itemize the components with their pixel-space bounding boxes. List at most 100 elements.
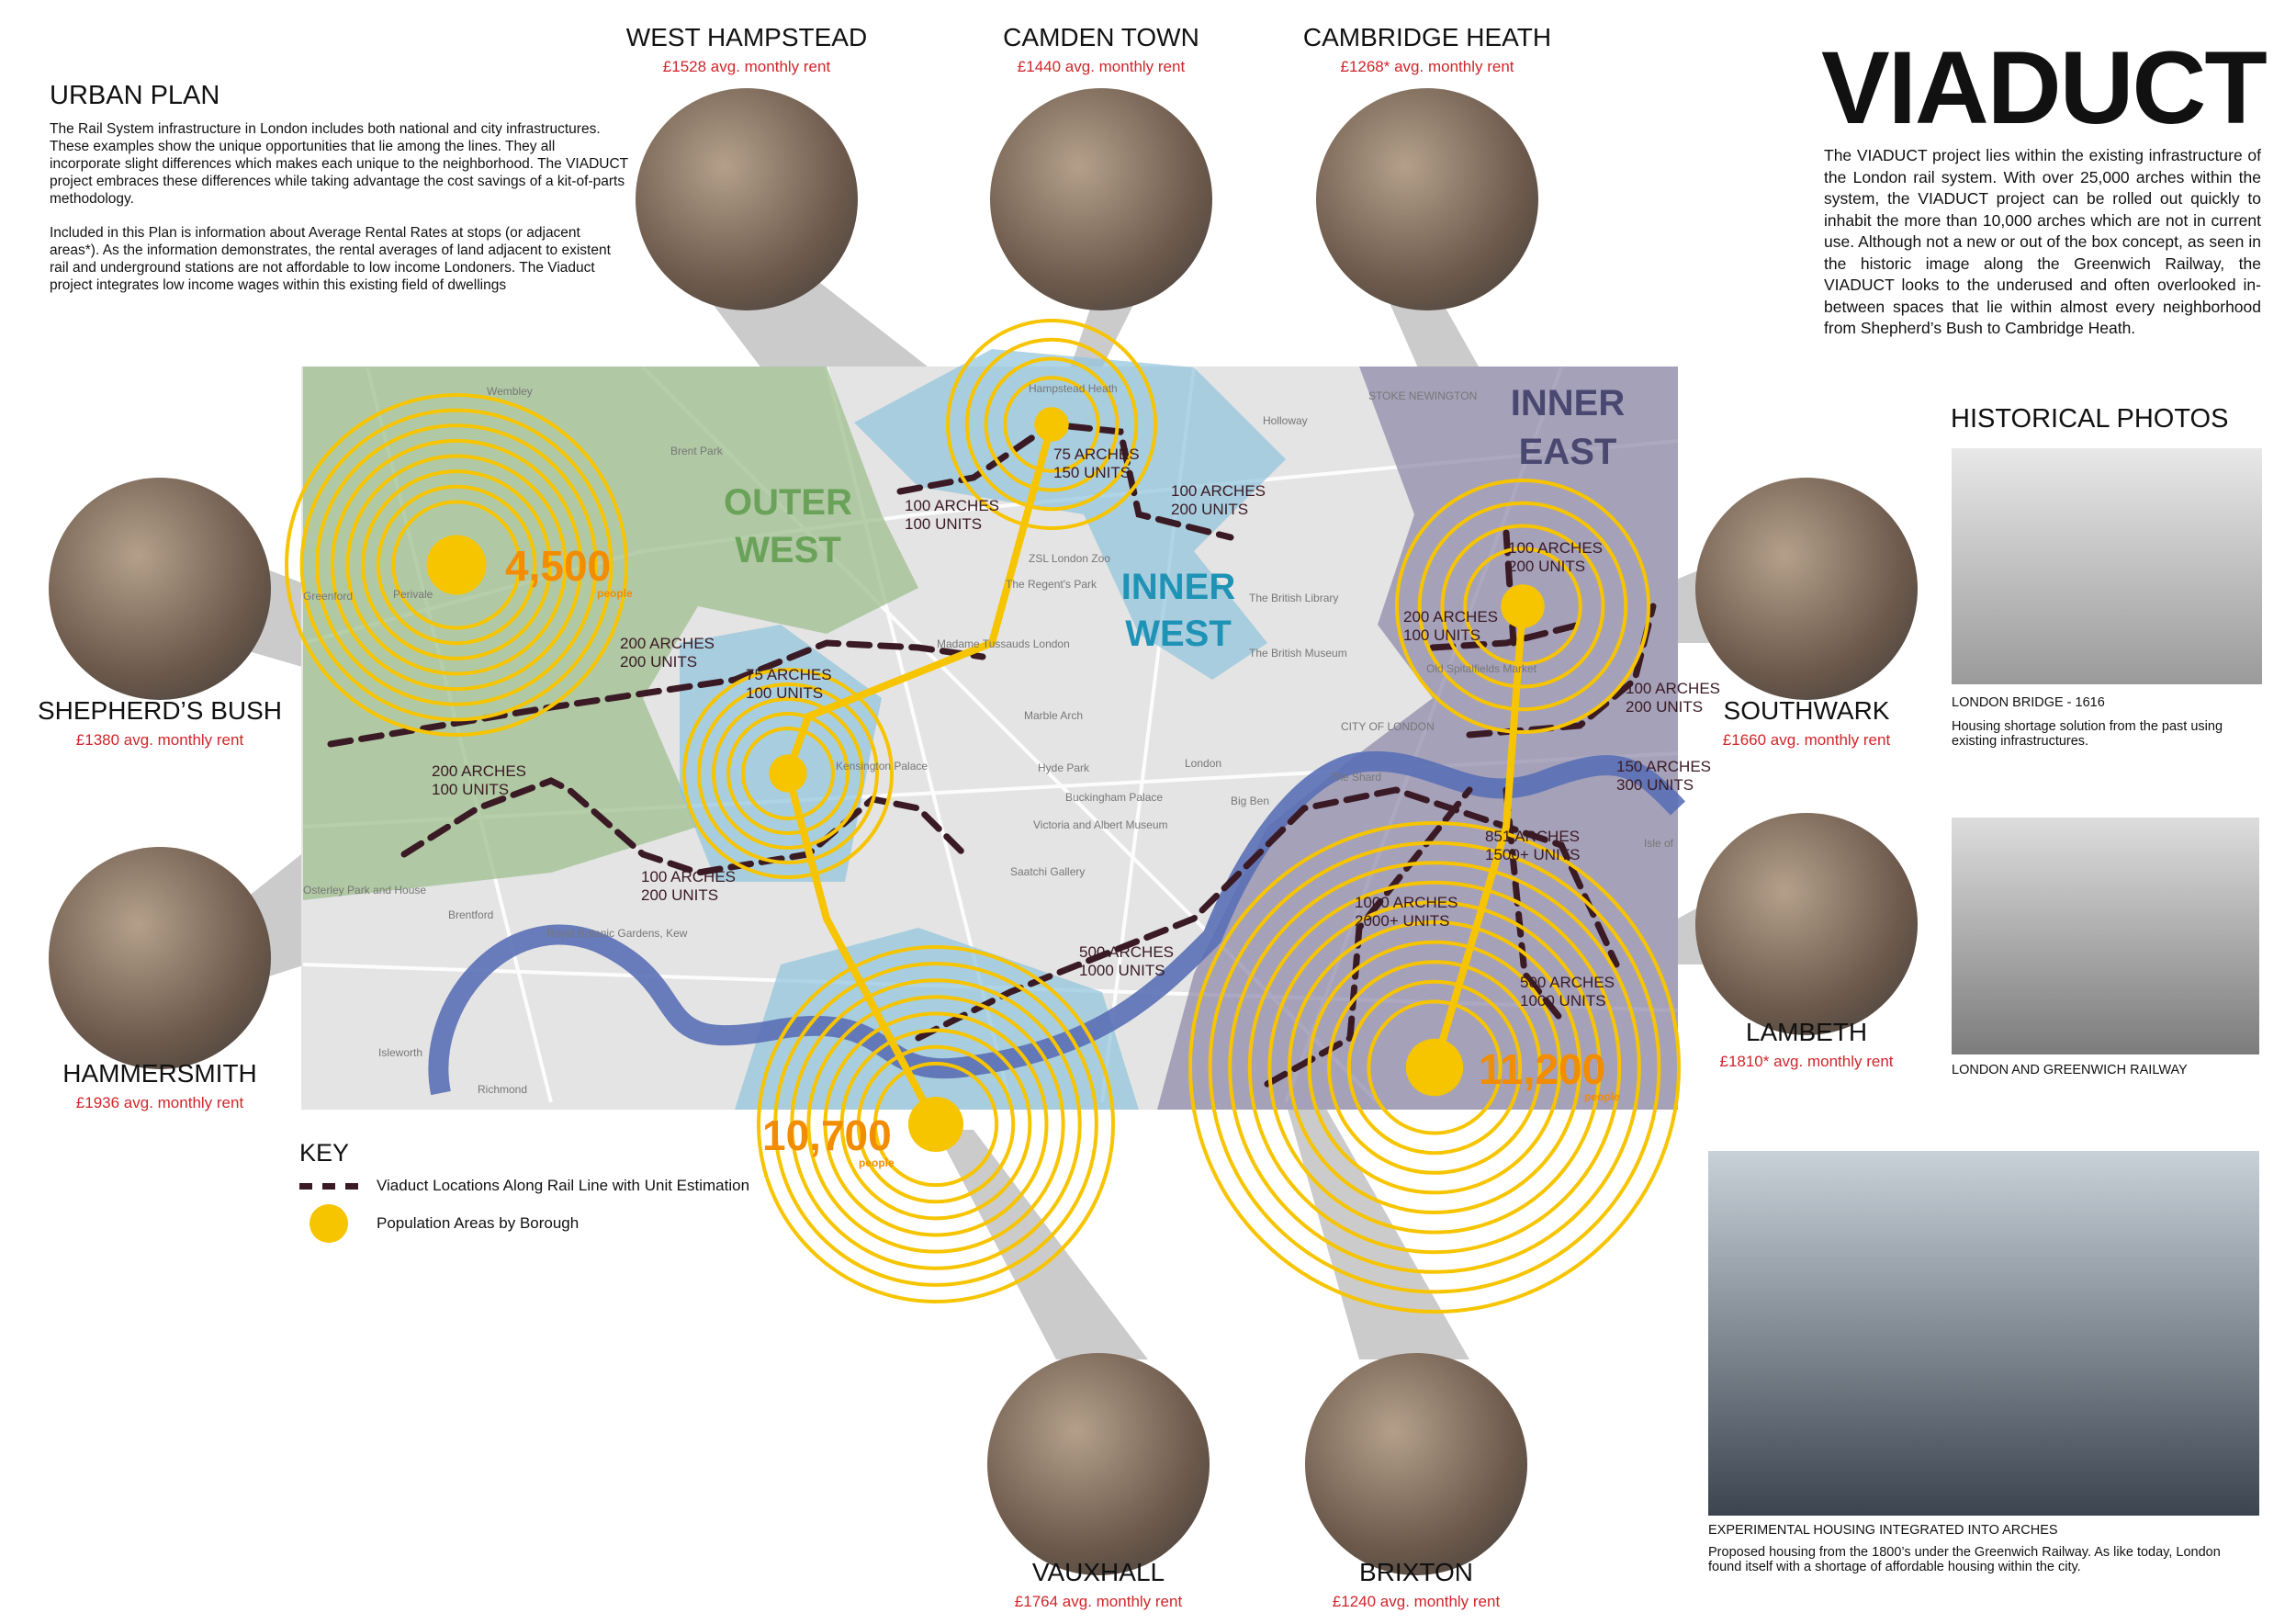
map-place-label: Osterley Park and House: [303, 884, 426, 897]
population-ring: [1440, 524, 1605, 689]
photo1-text: Housing shortage solution from the past …: [1952, 719, 2223, 749]
location-name: HAMMERSMITH: [62, 1059, 257, 1088]
map-place-label: Hyde Park: [1038, 761, 1090, 774]
unit-count: 2000+ UNITS: [1355, 912, 1449, 930]
population-ring: [806, 995, 1065, 1254]
unit-count: 200 UNITS: [620, 653, 697, 671]
experimental-housing-photo: [1708, 1151, 2259, 1516]
population-ring: [1288, 920, 1581, 1214]
map-place-label: The British Library: [1249, 592, 1338, 604]
map-place-label: ZSL London Zoo: [1029, 552, 1110, 565]
map-place-label: Madame Tussauds London: [937, 637, 1070, 650]
location-label: VAUXHALL£1764 avg. monthly rent: [933, 1558, 1264, 1611]
map-place-label: Wembley: [487, 385, 533, 398]
urban-plan-paragraph-1: The Rail System infrastructure in London…: [50, 121, 628, 207]
population-ring: [872, 1061, 999, 1188]
population-ring: [1003, 376, 1100, 473]
population-ring: [285, 393, 628, 737]
key-viaduct-item: Viaduct Locations Along Rail Line with U…: [299, 1177, 749, 1195]
district-label: EAST: [1519, 432, 1617, 472]
location-rent: £1810* avg. monthly rent: [1719, 1053, 1894, 1070]
population-value: 10,700: [762, 1111, 892, 1159]
location-name: BRIXTON: [1359, 1558, 1473, 1586]
population-ring: [964, 337, 1139, 512]
location-photo: [49, 478, 271, 700]
urban-plan-section: URBAN PLAN The Rail System infrastructur…: [50, 81, 628, 294]
population-value: 4,500: [505, 542, 611, 590]
location-label: CAMBRIDGE HEATH £1268* avg. monthly rent: [1262, 23, 1593, 76]
key-population-item: Population Areas by Borough: [299, 1204, 749, 1243]
population-center-dot: [1034, 407, 1069, 442]
key-population-label: Population Areas by Borough: [377, 1214, 580, 1232]
location-name: CAMDEN TOWN: [1003, 23, 1199, 51]
population-ring: [1247, 880, 1622, 1255]
population-unit: people: [1584, 1090, 1620, 1103]
population-center-dot: [908, 1097, 963, 1152]
population-ring: [697, 682, 879, 864]
unit-count: 1000 UNITS: [1520, 992, 1606, 1009]
location-photo: [49, 847, 271, 1069]
population-unit: people: [597, 587, 633, 600]
location-rent: £1764 avg. monthly rent: [1014, 1593, 1183, 1610]
location-name: SHEPHERD’S BUSH: [37, 696, 283, 725]
map-place-label: London: [1185, 757, 1221, 770]
photo3-caption: EXPERIMENTAL HOUSING INTEGRATED INTO ARC…: [1708, 1523, 2058, 1538]
location-label: LAMBETH £1810* avg. monthly rent: [1641, 1018, 1972, 1071]
greenwich-railway-photo: [1952, 818, 2259, 1054]
location-name: LAMBETH: [1745, 1018, 1868, 1046]
map-place-label: Big Ben: [1231, 795, 1269, 807]
arch-count: 200 ARCHES: [432, 762, 526, 780]
arch-count: 200 ARCHES: [620, 635, 715, 652]
urban-plan-paragraph-2: Included in this Plan is information abo…: [50, 225, 611, 293]
project-intro: The VIADUCT project lies within the exis…: [1824, 146, 2261, 337]
inner-west-zone: [680, 349, 1286, 1110]
unit-count: 1500+ UNITS: [1485, 846, 1580, 863]
population-ring: [1463, 547, 1582, 666]
location-photo: [990, 88, 1212, 310]
population-ring: [315, 423, 598, 706]
map-place-label: Hampstead Heath: [1029, 382, 1118, 395]
map-place-label: Marble Arch: [1024, 709, 1083, 722]
arch-count: 75 ARCHES: [746, 666, 832, 683]
population-ring: [946, 319, 1157, 530]
key-heading: KEY: [299, 1139, 350, 1167]
population-rings: [285, 319, 1681, 1314]
location-rent: £1380 avg. monthly rent: [75, 731, 244, 749]
location-rent: £1936 avg. monthly rent: [75, 1094, 244, 1111]
map-place-label: STOKE NEWINGTON: [1368, 389, 1477, 402]
unit-count: 150 UNITS: [1053, 464, 1131, 481]
population-ring: [741, 727, 835, 820]
location-rent: £1268* avg. monthly rent: [1340, 58, 1514, 75]
map-place-label: The British Museum: [1249, 647, 1347, 660]
photo1-caption: LONDON BRIDGE - 1616: [1952, 695, 2105, 710]
arch-count: 100 ARCHES: [1171, 482, 1266, 500]
map-key: KEY Viaduct Locations Along Rail Line wi…: [299, 1139, 749, 1243]
location-name: CAMBRIDGE HEATH: [1302, 23, 1552, 51]
population-ring: [726, 712, 850, 835]
population-ring: [757, 945, 1115, 1303]
location-rent: £1440 avg. monthly rent: [1017, 58, 1186, 75]
population-ring: [1417, 501, 1628, 712]
location-label: WEST HAMPSTEAD£1528 avg. monthly rent: [581, 23, 912, 76]
population-ring: [984, 356, 1120, 492]
location-photo: [1305, 1353, 1527, 1575]
location-label: BRIXTON£1240 avg. monthly rent: [1251, 1558, 1581, 1611]
dashed-line-icon: [299, 1182, 358, 1190]
map-place-label: Royal Botanic Gardens, Kew: [546, 927, 688, 940]
population-ring: [1228, 861, 1641, 1274]
map-place-label: Brent Park: [670, 445, 724, 457]
unit-count: 300 UNITS: [1616, 776, 1694, 794]
population-ring: [790, 978, 1082, 1270]
location-photo: [636, 88, 858, 310]
map-place-label: Kensington Palace: [836, 760, 928, 773]
location-label: SOUTHWARK£1660 avg. monthly rent: [1641, 696, 1972, 750]
arch-count: 100 ARCHES: [641, 868, 736, 885]
